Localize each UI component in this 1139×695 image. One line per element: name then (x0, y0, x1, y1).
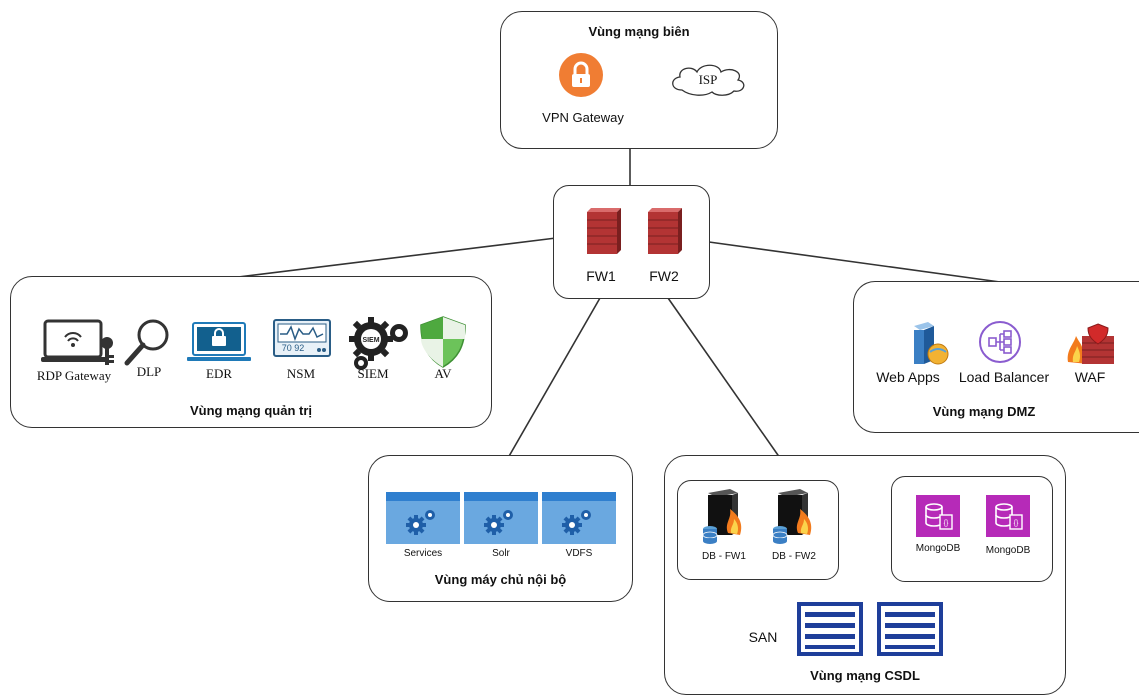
fw1-firewall-icon[interactable] (581, 206, 625, 256)
web-apps-label: Web Apps (876, 369, 940, 385)
fw2-firewall-icon[interactable] (642, 206, 686, 256)
solr-label: Solr (492, 548, 510, 559)
svg-text:{}: {} (944, 520, 949, 527)
mongodb-group: {} MongoDB {} MongoDB (891, 476, 1053, 582)
database-zone-title: Vùng mạng CSDL (810, 668, 920, 683)
edr-label: EDR (206, 366, 232, 381)
waf-firewall-icon[interactable] (1064, 322, 1120, 368)
siem-label: SIEM (357, 366, 389, 381)
san-storage-2-icon[interactable] (877, 602, 943, 656)
internal-server-zone: Services Solr VDFS Vùng máy chủ nội bộ (368, 455, 633, 602)
web-apps-server-icon[interactable] (906, 322, 950, 368)
admin-zone: RDP Gateway DLP EDR 70 92 NSM (10, 276, 492, 428)
fw-to-admin-line (237, 237, 557, 278)
vpn-gateway-label: VPN Gateway (542, 110, 624, 125)
mongodb-2-label: MongoDB (985, 545, 1031, 556)
fw1-label: FW1 (586, 268, 616, 284)
vdfs-gear-icon (562, 510, 591, 535)
fw2-label: FW2 (649, 268, 679, 284)
services-gear-icon (406, 510, 435, 535)
admin-zone-title: Vùng mạng quản trị (189, 403, 313, 418)
fw-to-db-line (667, 297, 781, 459)
av-shield-icon[interactable] (419, 315, 467, 369)
san-label: SAN (748, 629, 778, 645)
nsm-screen-readout: 70 92 (281, 343, 305, 353)
mongodb-2-icon[interactable]: {} (986, 495, 1030, 537)
edr-laptop-lock-icon[interactable] (185, 321, 253, 365)
siem-gears-icon[interactable]: SIEM (347, 313, 413, 371)
fw-to-internal-line (507, 297, 601, 459)
nsm-monitor-icon[interactable] (273, 319, 333, 359)
vdfs-label: VDFS (565, 548, 593, 559)
internal-zone-title: Vùng máy chủ nội bộ (434, 572, 567, 587)
dlp-magnifier-icon[interactable] (123, 317, 173, 367)
mongodb-1-label: MongoDB (915, 543, 961, 554)
services-tile[interactable] (386, 492, 460, 544)
firewall-zone: FW1 FW2 (553, 185, 710, 299)
edge-zone: Vùng mạng biên VPN Gateway ISP (500, 11, 778, 149)
edge-zone-title: Vùng mạng biên (588, 24, 690, 39)
dlp-label: DLP (136, 364, 162, 379)
vpn-gateway-icon[interactable] (558, 52, 604, 98)
fw-to-dmz-line (708, 241, 1001, 283)
services-label: Services (403, 548, 443, 559)
rdp-gateway-icon[interactable] (41, 319, 121, 367)
mongodb-1-icon[interactable]: {} (916, 495, 960, 537)
db-firewall-group: DB - FW1 DB - FW2 (677, 480, 839, 580)
db-fw1-server-icon[interactable] (700, 489, 748, 547)
solr-tile[interactable] (464, 492, 538, 544)
load-balancer-icon[interactable] (978, 320, 1022, 364)
db-fw2-server-icon[interactable] (770, 489, 818, 547)
db-fw1-label: DB - FW1 (702, 551, 746, 562)
san-storage-1-icon[interactable] (797, 602, 863, 656)
isp-label: ISP (698, 72, 718, 87)
dmz-zone: Web Apps Load Balancer WAF Vùng mạng DMZ (853, 281, 1139, 433)
waf-label: WAF (1074, 369, 1106, 385)
database-zone: DB - FW1 DB - FW2 {} MongoDB (664, 455, 1066, 695)
isp-cloud-icon[interactable] (664, 60, 754, 100)
db-fw2-label: DB - FW2 (772, 551, 816, 562)
svg-text:{}: {} (1014, 520, 1019, 527)
svg-text:SIEM: SIEM (362, 337, 379, 344)
dmz-zone-title: Vùng mạng DMZ (932, 404, 1036, 419)
rdp-gateway-label: RDP Gateway (36, 368, 112, 383)
solr-gear-icon (484, 510, 513, 535)
load-balancer-label: Load Balancer (958, 369, 1050, 385)
av-label: AV (434, 366, 452, 381)
vdfs-tile[interactable] (542, 492, 616, 544)
nsm-label: NSM (286, 366, 316, 381)
